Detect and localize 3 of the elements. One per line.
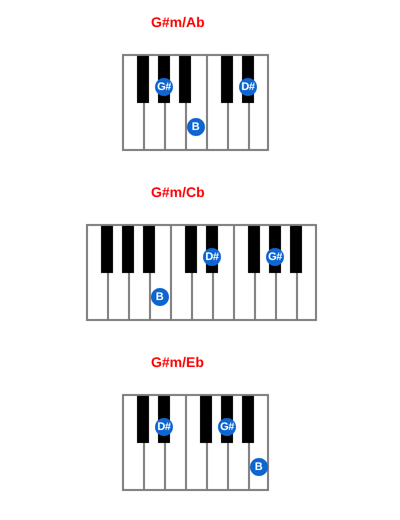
chord-title: G#m/Ab [151, 14, 205, 30]
chord-title: G#m/Eb [151, 354, 204, 370]
chord-title: G#m/Cb [151, 184, 205, 200]
